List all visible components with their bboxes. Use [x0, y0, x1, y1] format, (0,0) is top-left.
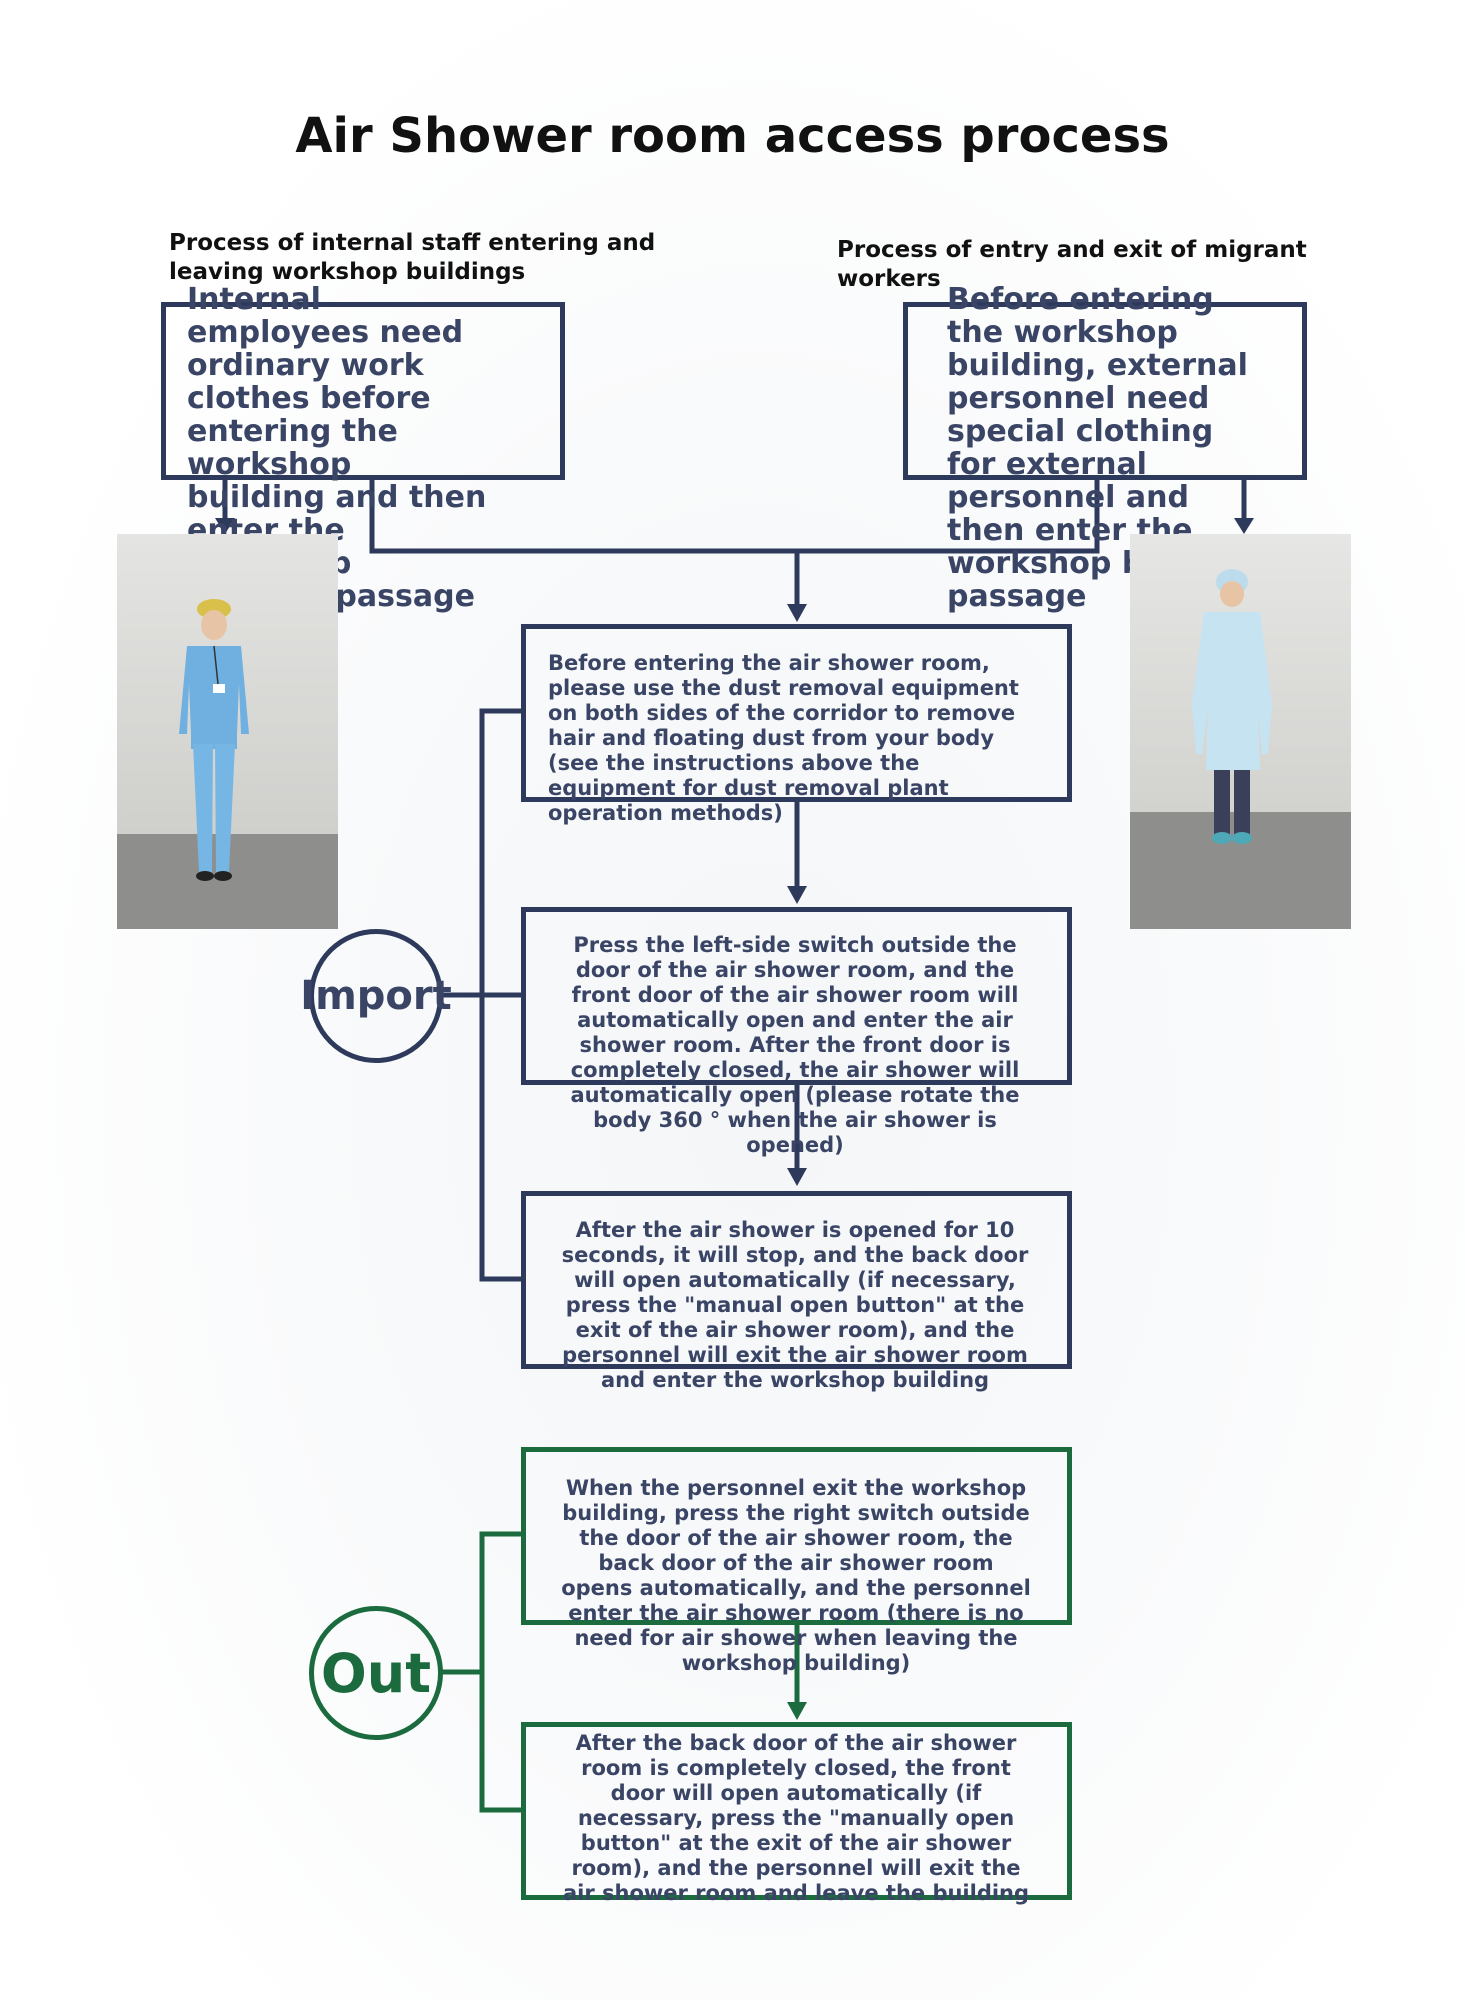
- internal-staff-heading: Process of internal staff entering and l…: [169, 230, 656, 285]
- arrowhead-step3: [787, 1168, 807, 1186]
- arrowhead-left-photo: [215, 518, 235, 534]
- arrowhead-right-photo: [1234, 518, 1254, 534]
- internal-staff-photo: [117, 534, 338, 929]
- merge-line: [369, 478, 1100, 554]
- out-step-2-box: [521, 1722, 1072, 1900]
- import-step-3-text: After the air shower is opened for 10 se…: [561, 1218, 1029, 1392]
- out-label: Out: [309, 1606, 443, 1740]
- out-bracket: [479, 1531, 523, 1813]
- import-label: Import: [300, 929, 452, 1063]
- arrowhead-step2: [787, 886, 807, 904]
- external-clothing-box: [903, 302, 1307, 480]
- arrowhead-merge: [787, 604, 807, 622]
- arrowhead-out2: [787, 1702, 807, 1720]
- external-clothing-text: Before entering the workshop building, e…: [947, 282, 1260, 614]
- out-step-1-box: [521, 1447, 1072, 1625]
- page-title: Air Shower room access process: [295, 108, 1170, 164]
- migrant-workers-heading: Process of entry and exit of migrant wor…: [837, 237, 1307, 292]
- migrant-worker-photo: [1130, 534, 1351, 929]
- out-label-text: Out: [320, 1641, 432, 1705]
- import-step-1-box: [521, 624, 1072, 802]
- out-step-1-text: When the personnel exit the workshop bui…: [561, 1476, 1031, 1675]
- import-label-text: Import: [300, 973, 452, 1019]
- import-step-1-text: Before entering the air shower room, ple…: [548, 651, 1019, 825]
- out-step-2-text: After the back door of the air shower ro…: [562, 1731, 1030, 1905]
- internal-clothing-box: [161, 302, 565, 480]
- import-step-2-text: Press the left-side switch outside the d…: [570, 933, 1020, 1157]
- import-step-3-box: [521, 1191, 1072, 1369]
- import-step-2-box: [521, 907, 1072, 1085]
